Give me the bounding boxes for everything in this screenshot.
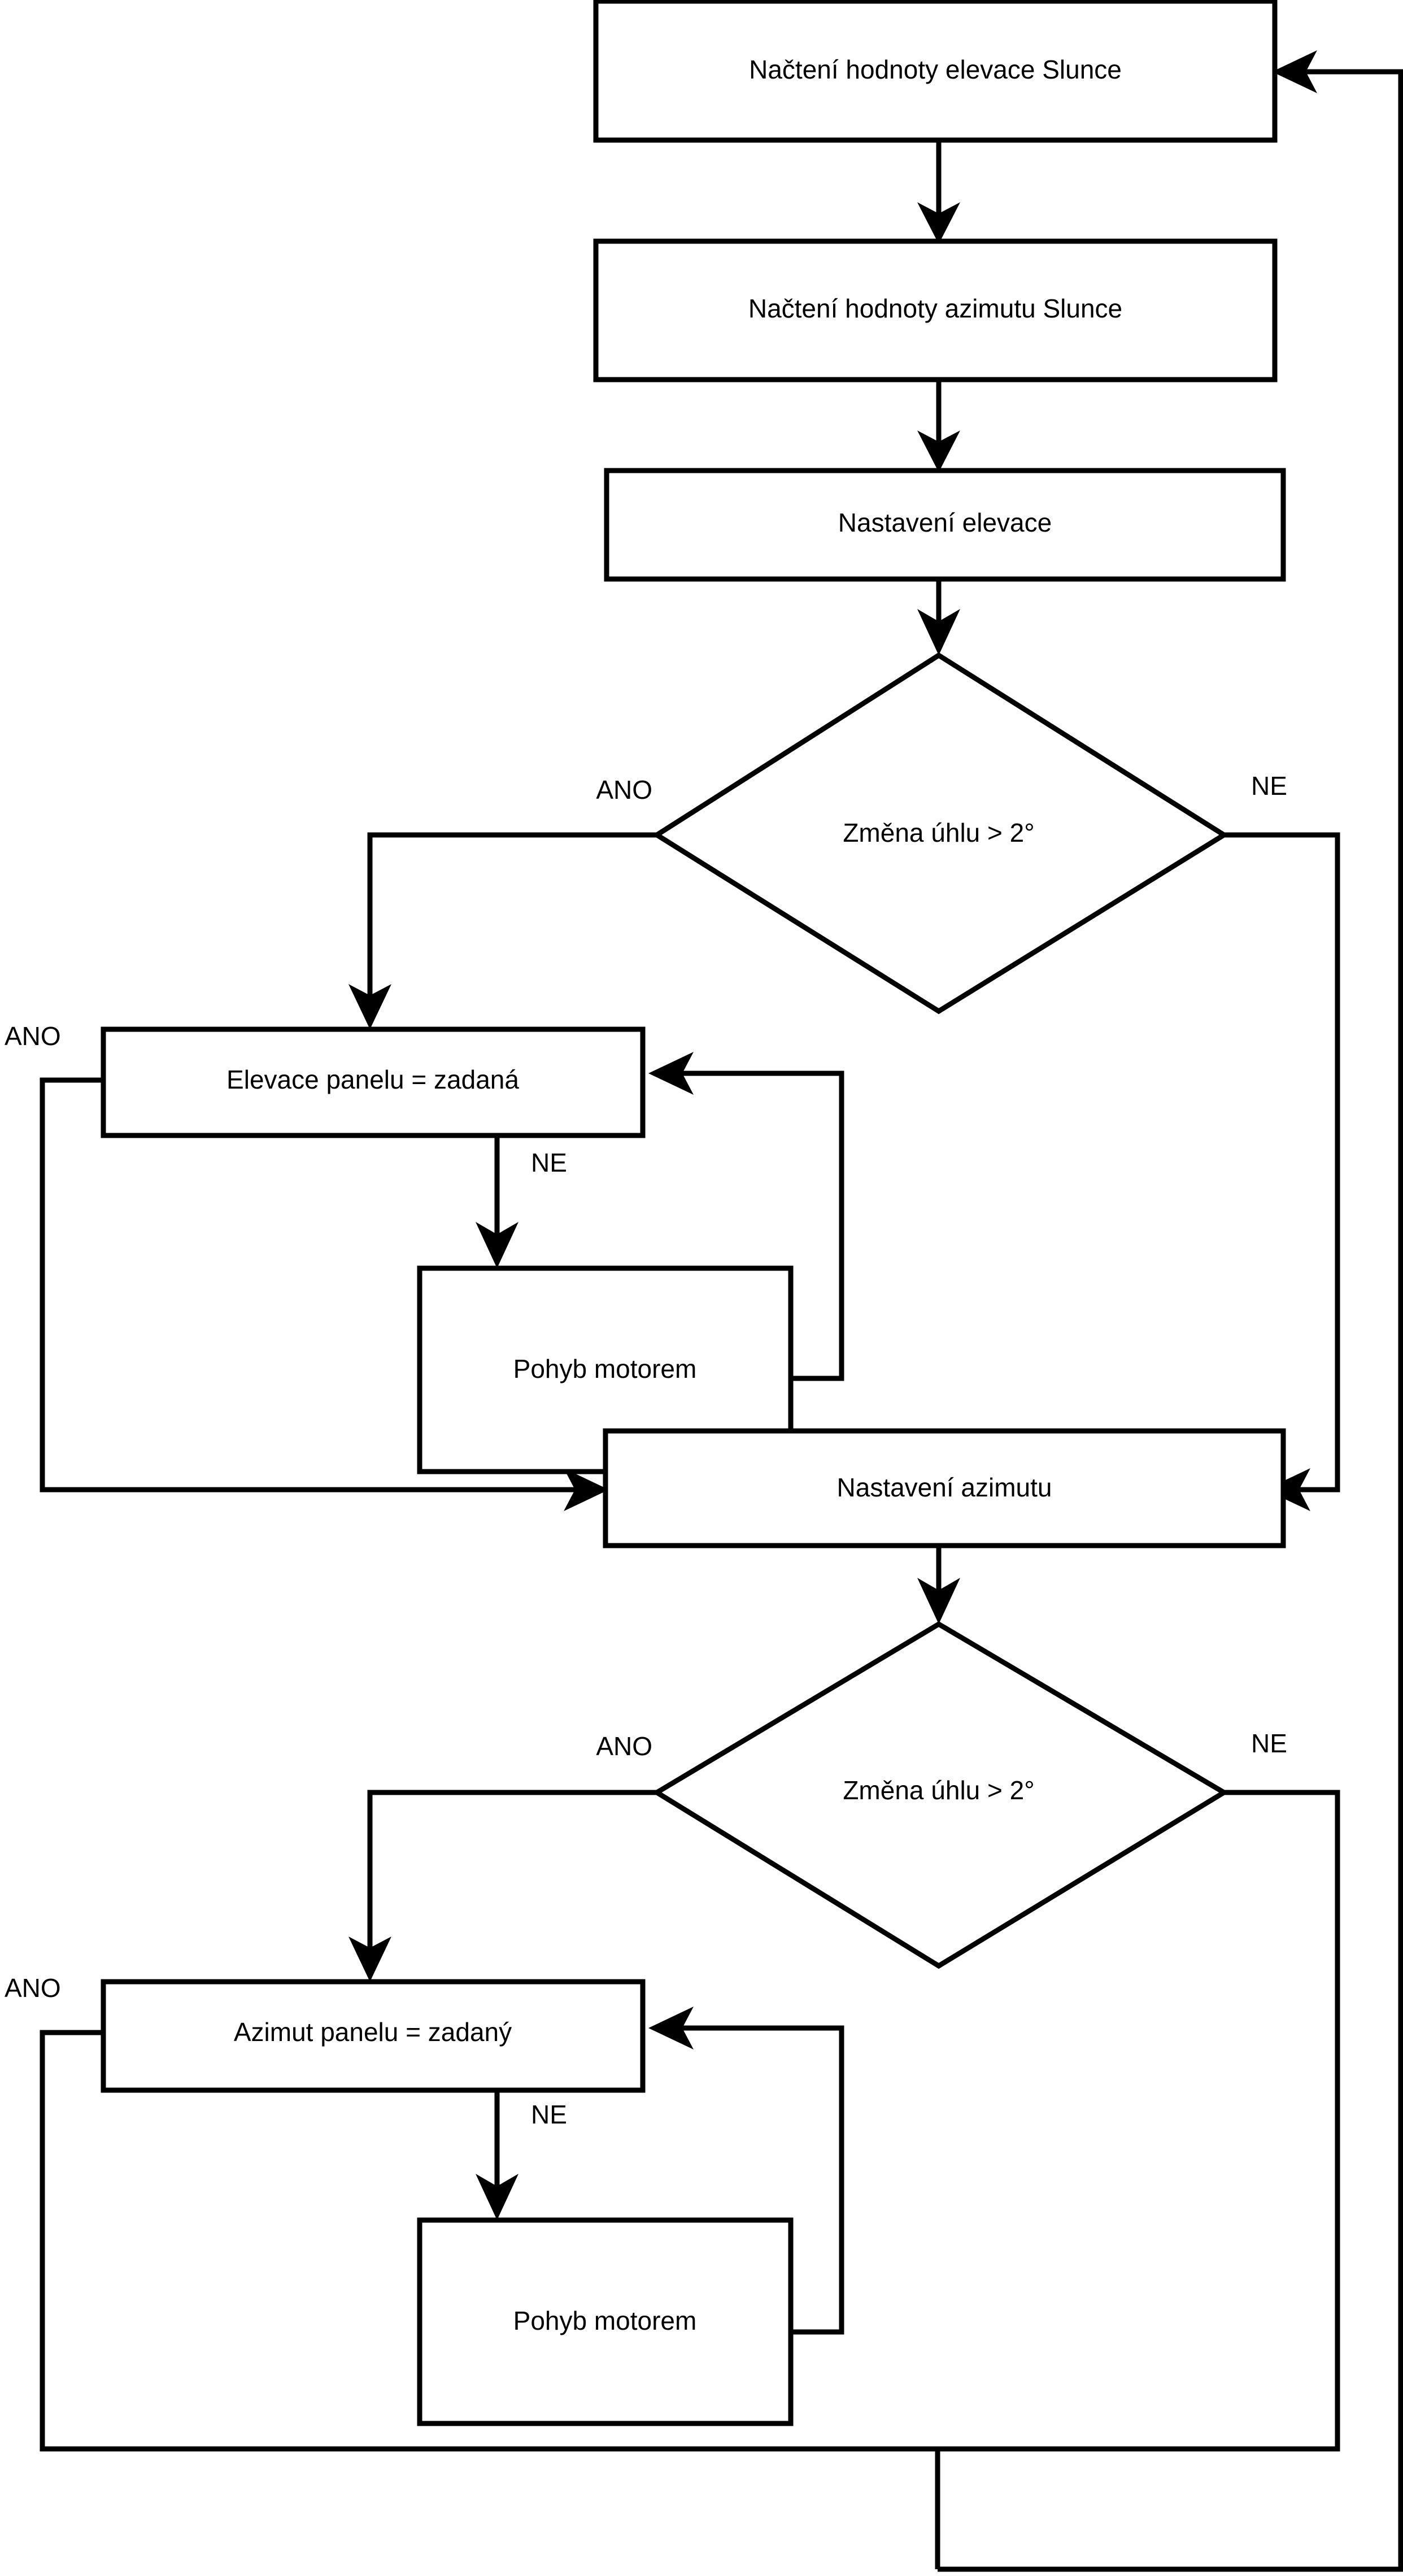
arrow-head-icon <box>648 1052 694 1095</box>
arrow-head-icon <box>917 609 960 655</box>
node-set-elevation[interactable] <box>604 468 1286 582</box>
node-decision-azimuth-label: Změna úhlu > 2° <box>843 1776 1034 1805</box>
node-motor-move-azimuth-label: Pohyb motorem <box>513 2306 697 2335</box>
node-panel-azimuth-equals[interactable] <box>101 1979 646 2093</box>
node-set-elevation-label: Nastavení elevace <box>838 508 1052 537</box>
node-decision-azimuth[interactable] <box>652 1621 1229 1969</box>
edge-decision-azim-no <box>935 1790 1340 2569</box>
edge-label-decision-azim-yes: ANO <box>596 1731 652 1761</box>
arrow-head-icon <box>1272 50 1317 93</box>
edge-decision-azim-yes <box>367 1790 657 1952</box>
edge-label-panel-azim-no: NE <box>531 2100 567 2129</box>
edge-decision-elev-yes <box>367 832 657 1000</box>
edge-global-return <box>938 69 1403 2572</box>
arrow-head-icon <box>917 202 960 244</box>
node-set-azimuth[interactable] <box>603 1428 1286 1548</box>
edge-label-panel-azim-yes: ANO <box>5 1973 61 2003</box>
arrow-head-icon <box>348 1937 391 1982</box>
arrow-head-icon <box>917 1578 960 1624</box>
node-panel-azimuth-equals-label: Azimut panelu = zadaný <box>234 2017 512 2047</box>
edge-label-decision-elev-no: NE <box>1251 771 1287 800</box>
edge-label-decision-elev-yes: ANO <box>596 775 652 804</box>
node-decision-elevation-label: Změna úhlu > 2° <box>843 818 1034 847</box>
edge-decision-elev-no <box>1224 832 1340 1492</box>
arrow-head-icon <box>917 430 960 472</box>
node-read-elevation-label: Načtení hodnoty elevace Slunce <box>749 55 1122 84</box>
arrow-head-icon <box>648 2007 694 2050</box>
node-panel-elevation-equals-label: Elevace panelu = zadaná <box>226 1065 519 1094</box>
arrow-head-icon <box>348 984 391 1029</box>
arrow-head-icon <box>476 1222 518 1268</box>
edge-label-panel-elev-yes: ANO <box>5 1021 61 1051</box>
edge-label-panel-elev-no: NE <box>531 1148 567 1177</box>
node-read-azimuth[interactable] <box>593 238 1278 382</box>
edge-label-decision-azim-no: NE <box>1251 1729 1287 1758</box>
node-motor-move-elevation-label: Pohyb motorem <box>513 1354 697 1383</box>
node-read-elevation[interactable] <box>593 0 1278 143</box>
arrow-head-icon <box>1265 1468 1310 1511</box>
node-panel-elevation-equals[interactable] <box>101 1026 646 1138</box>
arrow-head-icon <box>476 2174 518 2220</box>
node-decision-elevation[interactable] <box>652 652 1229 1015</box>
edge-panel-azim-yes <box>40 2030 938 2452</box>
edge-panel-elev-yes <box>40 1077 582 1492</box>
arrow-head-icon <box>564 1468 609 1511</box>
node-set-azimuth-label: Nastavení azimutu <box>837 1473 1052 1502</box>
node-motor-move-azimuth[interactable] <box>417 2217 794 2426</box>
node-read-azimuth-label: Načtení hodnoty azimutu Slunce <box>748 294 1122 323</box>
